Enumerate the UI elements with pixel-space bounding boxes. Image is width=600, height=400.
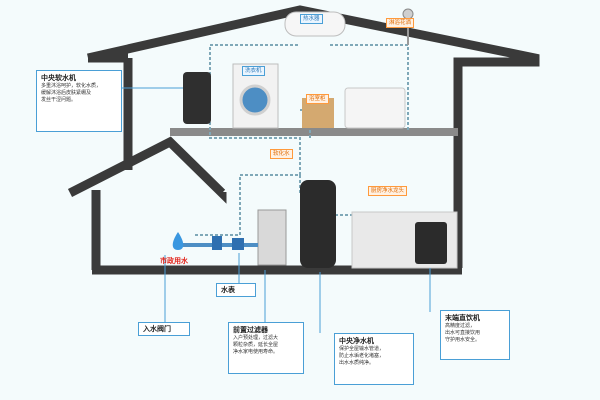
terminal-dispenser-unit: [415, 222, 447, 264]
inlet-valve-title: 入水阀门: [143, 325, 171, 333]
central-purifier-title: 中央净水机: [339, 337, 374, 345]
water-heater-tag: 热水器: [300, 14, 323, 24]
leader-lines: [122, 87, 431, 333]
water-drop-icon: [172, 232, 184, 250]
terminal-dispenser-desc: 高精度过滤， 出水可直接饮用 守护用水安全。: [445, 323, 481, 343]
central-softener-title: 中央软水机: [41, 74, 76, 82]
central-purifier-unit: [300, 180, 336, 268]
washer-tag: 洗衣机: [242, 66, 265, 76]
lower-roof: [67, 136, 227, 204]
upper-roof: [87, 5, 540, 268]
shower-tag: 淋浴花洒: [386, 18, 415, 28]
central-softener-label: 中央软水机 多重沐浴呵护，软化水质， 缓解沐浴后皮肤紧绷及 发丝干涩问题。: [36, 70, 122, 132]
terminal-dispenser-title: 末端直饮机: [445, 314, 480, 322]
water-meter-label: 水表: [216, 283, 256, 297]
water-meter-title: 水表: [221, 286, 235, 294]
inlet-valve[interactable]: [212, 236, 222, 250]
water-meter: [232, 238, 244, 250]
central-softener-unit: [183, 72, 211, 124]
pre-filter-label: 前置过滤器 入户预处理，过滤大 颗粒杂质，延长全屋 净水家电使用寿命。: [228, 322, 304, 374]
bathtub: [344, 87, 406, 129]
central-purifier-label: 中央净水机 保护全屋输水管道， 防止水垢老化堵塞， 出水水质纯净。: [334, 333, 414, 385]
softened-water-tag: 软化水: [270, 149, 293, 159]
pre-filter-desc: 入户预处理，过滤大 颗粒杂质，延长全屋 净水家电使用寿命。: [233, 335, 279, 355]
washing-machine-door: [239, 84, 271, 116]
terminal-dispenser-label: 末端直饮机 高精度过滤， 出水可直接饮用 守护用水安全。: [440, 310, 510, 360]
floor-slab: [170, 128, 458, 136]
central-softener-desc: 多重沐浴呵护，软化水质， 缓解沐浴后皮肤紧绷及 发丝干涩问题。: [41, 83, 102, 103]
bathroom-cabinet-tag: 浴室柜: [306, 94, 329, 104]
inlet-valve-label: 入水阀门: [138, 322, 190, 336]
pre-filter-unit: [257, 209, 287, 266]
pre-filter-title: 前置过滤器: [233, 326, 268, 334]
municipal-water-label: 市政用水: [160, 257, 188, 265]
central-purifier-desc: 保护全屋输水管道， 防止水垢老化堵塞， 出水水质纯净。: [339, 346, 385, 366]
kitchen-water-tag: 厨房净水龙头: [368, 186, 408, 196]
